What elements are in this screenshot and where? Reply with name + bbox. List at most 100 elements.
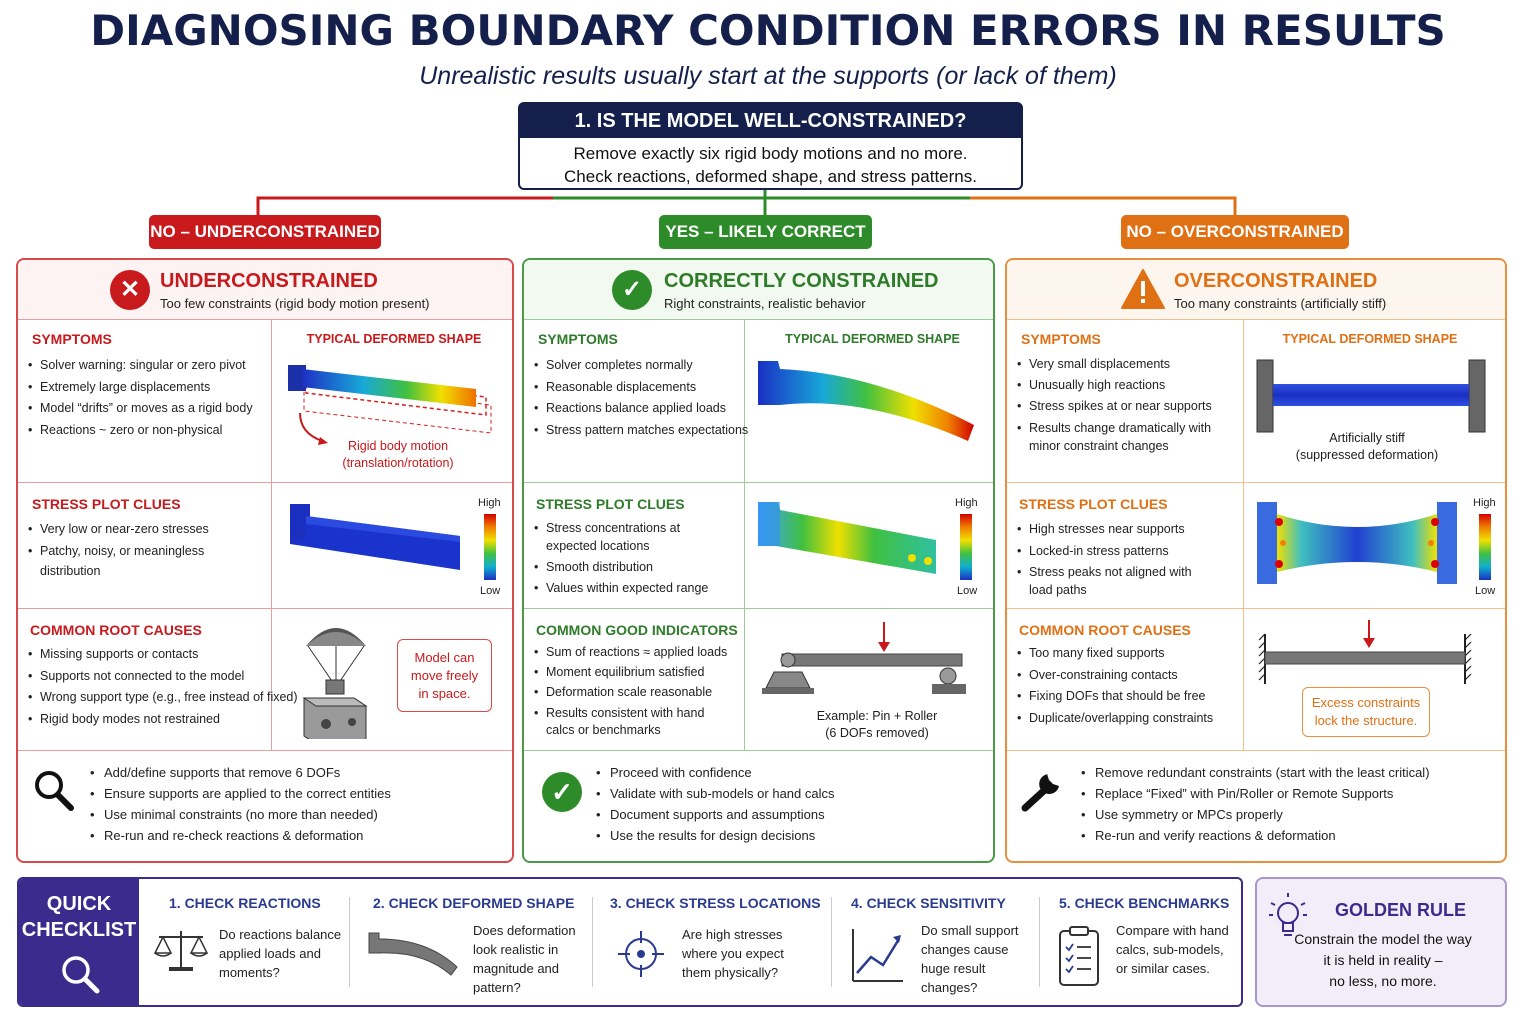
scale-low-label: Low <box>957 585 978 597</box>
list-item: Unusually high reactions <box>1017 375 1212 396</box>
checklist-text-line: or similar cases. <box>1116 961 1210 976</box>
list-item: Validate with sub-models or hand calcs <box>596 783 835 804</box>
checklist-text-line: calcs, sub-models, <box>1116 942 1224 957</box>
list-item: Very small displacements <box>1017 354 1212 375</box>
checklist-text-line: Do small support <box>921 923 1019 938</box>
list-item-line: expected locations <box>546 539 650 553</box>
list-item: Patchy, noisy, or meaningless distributi… <box>28 541 228 581</box>
lightbulb-icon <box>1269 893 1307 936</box>
smooth-stress-beam-illustration <box>758 502 936 574</box>
list-item: Supports not connected to the model <box>28 666 298 688</box>
list-item: Sum of reactions ≈ applied loads <box>534 642 727 662</box>
golden-rule-heading: GOLDEN RULE <box>1335 900 1467 920</box>
list-item: Add/define supports that remove 6 DOFs <box>90 762 391 783</box>
checklist-text-line: Do reactions balance <box>219 927 342 942</box>
correct-deformed-beam-illustration <box>758 361 974 441</box>
over-symptoms-heading: SYMPTOMS <box>1021 331 1101 347</box>
correct-shape-heading: TYPICAL DEFORMED SHAPE <box>785 332 960 346</box>
stress-color-scale <box>484 514 496 580</box>
correct-stress-heading: STRESS PLOT CLUES <box>536 496 685 512</box>
over-shape-caption-1: Artificially stiff <box>1329 431 1405 445</box>
list-item: Use symmetry or MPCs properly <box>1081 804 1430 825</box>
correct-title: CORRECTLY CONSTRAINED <box>664 270 939 292</box>
parachute-block-icon <box>302 628 368 739</box>
list-item: Reasonable displacements <box>534 377 748 399</box>
branch-connectors <box>256 190 1237 216</box>
check-circle-icon: ✓ <box>612 270 652 310</box>
checklist-text-line: Are high stresses <box>682 927 783 942</box>
checklist-item: 3. CHECK STRESS LOCATIONS Are high stres… <box>592 879 828 1005</box>
note-line: Excess constraints <box>1311 695 1421 710</box>
branch-over-pill: NO – OVERCONSTRAINED <box>1121 215 1349 249</box>
note-line: Model can <box>414 650 475 665</box>
locked-stress-beam-illustration <box>1257 502 1457 584</box>
under-symptoms-heading: SYMPTOMS <box>32 331 112 347</box>
list-item: Too many fixed supports <box>1017 643 1213 665</box>
scale-low-label: Low <box>480 585 501 597</box>
list-item: Very low or near-zero stresses <box>28 519 258 539</box>
pin-roller-beam-icon <box>762 622 966 694</box>
over-title: OVERCONSTRAINED <box>1174 270 1378 292</box>
checklist-text-line: changes? <box>921 980 978 995</box>
list-item-line: Results consistent with hand <box>546 706 705 720</box>
list-item-line: Results change dramatically with <box>1029 421 1212 435</box>
list-item: Reactions balance applied loads <box>534 398 748 420</box>
checklist-item-heading: 2. CHECK DEFORMED SHAPE <box>373 895 575 911</box>
list-item: Stress pattern matches expectations <box>534 420 748 442</box>
page-subtitle: Unrealistic results usually start at the… <box>419 62 1117 90</box>
list-item-line: minor constraint changes <box>1029 439 1169 453</box>
checklist-text-line: Compare with hand <box>1116 923 1229 938</box>
list-item: Model “drifts” or moves as a rigid body <box>28 398 253 420</box>
branch-correct-pill: YES – LIKELY CORRECT <box>659 215 872 249</box>
list-item: High stresses near supports <box>1017 519 1192 539</box>
column-overconstrained: OVERCONSTRAINED Too many constraints (ar… <box>1005 258 1507 863</box>
list-item: Proceed with confidence <box>596 762 835 783</box>
checklist-item-heading: 3. CHECK STRESS LOCATIONS <box>610 895 821 911</box>
scale-low-label: Low <box>1475 585 1496 597</box>
question-line-2: Check reactions, deformed shape, and str… <box>564 167 977 186</box>
list-item: Stress spikes at or near supports <box>1017 396 1212 417</box>
checklist-text-line: magnitude and <box>473 961 560 976</box>
check-circle-icon: ✓ <box>542 772 582 812</box>
stress-color-scale <box>960 514 972 580</box>
list-item: Duplicate/overlapping constraints <box>1017 708 1213 730</box>
over-stress-heading: STRESS PLOT CLUES <box>1019 496 1168 512</box>
checklist-text-line: them physically? <box>682 965 779 980</box>
example-caption-2: (6 DOFs removed) <box>825 726 929 740</box>
list-item: Moment equilibrium satisfied <box>534 662 727 682</box>
magnifier-icon <box>35 771 74 811</box>
scale-high-label: High <box>1473 497 1496 509</box>
quick-checklist: QUICK CHECKLIST 1. CHECK REACTIONS Do re… <box>17 877 1243 1007</box>
list-item: Over-constraining contacts <box>1017 665 1213 687</box>
deformed-beam-icon <box>368 932 458 976</box>
note-line: lock the structure. <box>1314 713 1418 728</box>
under-subtitle: Too few constraints (rigid body motion p… <box>160 296 430 311</box>
over-causes-heading: COMMON ROOT CAUSES <box>1019 622 1191 638</box>
over-subtitle: Too many constraints (artificially stiff… <box>1174 296 1387 311</box>
warning-icon <box>1121 269 1165 309</box>
golden-rule-line: it is held in reality – <box>1323 952 1443 968</box>
list-item-line: Stress peaks not aligned with <box>1029 565 1192 579</box>
line-chart-icon <box>852 929 903 982</box>
question-line-1: Remove exactly six rigid body motions an… <box>573 144 968 163</box>
under-shape-caption-2: (translation/rotation) <box>342 456 454 470</box>
wrench-icon <box>1021 774 1059 812</box>
under-stress-heading: STRESS PLOT CLUES <box>32 496 181 512</box>
list-item: Re-run and re-check reactions & deformat… <box>90 825 391 846</box>
balance-scale-icon <box>153 931 209 971</box>
list-item: Use minimal constraints (no more than ne… <box>90 804 391 825</box>
list-item: Wrong support type (e.g., free instead o… <box>28 687 298 709</box>
golden-rule-line: Constrain the model the way <box>1294 931 1472 947</box>
clipboard-checklist-icon <box>1059 926 1099 986</box>
stress-color-scale <box>1479 514 1491 580</box>
checklist-text-line: moments? <box>219 965 280 980</box>
list-item-line: Stress concentrations at <box>546 521 681 535</box>
x-circle-icon: ✕ <box>110 270 150 310</box>
under-causes-heading: COMMON ROOT CAUSES <box>30 622 202 638</box>
correct-symptoms-heading: SYMPTOMS <box>538 331 618 347</box>
checklist-item: 1. CHECK REACTIONS Do reactions balance … <box>139 879 349 1005</box>
checklist-text-line: look realistic in <box>473 942 559 957</box>
over-shape-heading: TYPICAL DEFORMED SHAPE <box>1282 332 1458 346</box>
stiff-beam-illustration <box>1256 359 1486 433</box>
